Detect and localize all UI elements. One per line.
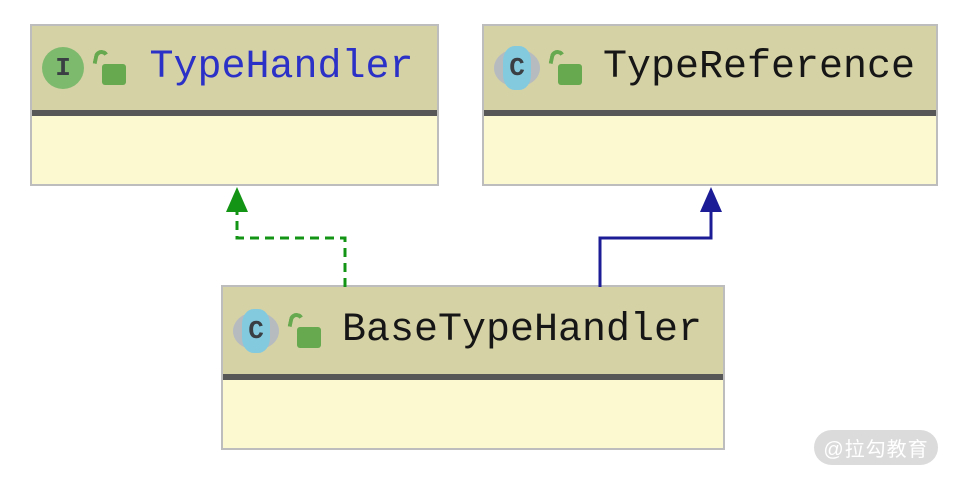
unlocked-public-icon [92,48,126,86]
node-members-section [223,380,723,448]
node-typehandler[interactable]: I TypeHandler [30,24,439,186]
node-members-section [32,116,437,184]
lock-body [102,64,126,85]
node-title-typereference: TypeReference [602,45,916,90]
node-header: C BaseTypeHandler [223,287,723,374]
node-separator [484,110,936,116]
class-icon: C [233,308,279,353]
node-title-typehandler: TypeHandler [149,45,414,90]
unlocked-public-icon [548,48,582,86]
node-typereference[interactable]: C TypeReference [482,24,938,186]
watermark-text: @拉勾教育 [823,439,929,461]
lock-body [297,326,321,348]
unlocked-public-icon [287,311,321,349]
class-icon-badge: C [242,308,270,353]
extends-edge[interactable] [598,187,722,287]
watermark-badge: @拉勾教育 [814,430,938,465]
node-header: I TypeHandler [32,26,437,110]
node-basetypehandler[interactable]: C BaseTypeHandler [221,285,725,450]
implements-edge[interactable] [226,187,347,287]
interface-icon: I [42,47,84,89]
node-members-section [484,116,936,184]
lock-body [558,64,582,85]
class-icon: C [494,46,540,90]
node-header: C TypeReference [484,26,936,110]
node-title-basetypehandler: BaseTypeHandler [341,307,703,353]
node-separator [32,110,437,116]
node-separator [223,374,723,380]
class-icon-badge: C [503,46,531,90]
